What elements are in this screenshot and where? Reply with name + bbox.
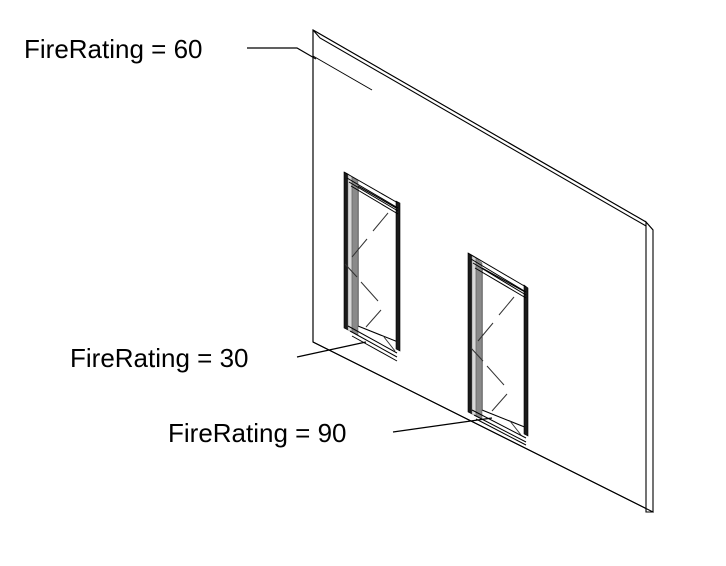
door-right-swing-hidden-lines [470,296,522,436]
door-left-jamb-middle [347,173,353,333]
leader-line-wall [247,47,317,60]
door-right-sill-band-upper [471,409,527,439]
door-right-jamb-right [523,284,529,437]
door-left-head-band-base [350,185,399,215]
door-left-swing-hidden-lines [344,212,396,352]
door-left-sill-band-upper [347,325,398,354]
door-right-head-band-lower [472,262,527,296]
door-right-head-band-middle [470,258,527,293]
wall-top-detail-line [312,55,373,91]
door-right-jamb-outer [467,252,473,415]
door-left-jamb-outer [343,171,349,331]
door-left-sill-band-middle [349,330,398,358]
door-right-jamb-inner [475,257,483,420]
label-wall-firerating: FireRating = 60 [24,34,202,64]
door-right[interactable] [467,252,529,446]
door-right-head-band-base [474,267,527,299]
leader-line-door-left [296,341,367,358]
door-left-panel [357,185,399,343]
wall-right-cap [646,222,653,512]
leader-lines [247,47,493,433]
door-right-head-band-upper [467,252,527,288]
door-left[interactable] [343,171,401,362]
label-door-right-firerating: FireRating = 90 [168,418,346,448]
wall-bottom-edge [312,341,654,513]
door-left-head-band-lower [348,181,399,212]
door-right-sill-band-lower [475,418,527,446]
door-right-jamb-middle [471,255,477,417]
door-left-jamb-right [395,200,401,352]
leader-line-door-right [392,417,493,433]
door-left-head-band-upper [343,171,399,204]
door-left-head-band-middle [346,177,399,209]
label-door-left-firerating: FireRating = 30 [70,343,248,373]
door-left-sill-band-lower [351,335,398,362]
